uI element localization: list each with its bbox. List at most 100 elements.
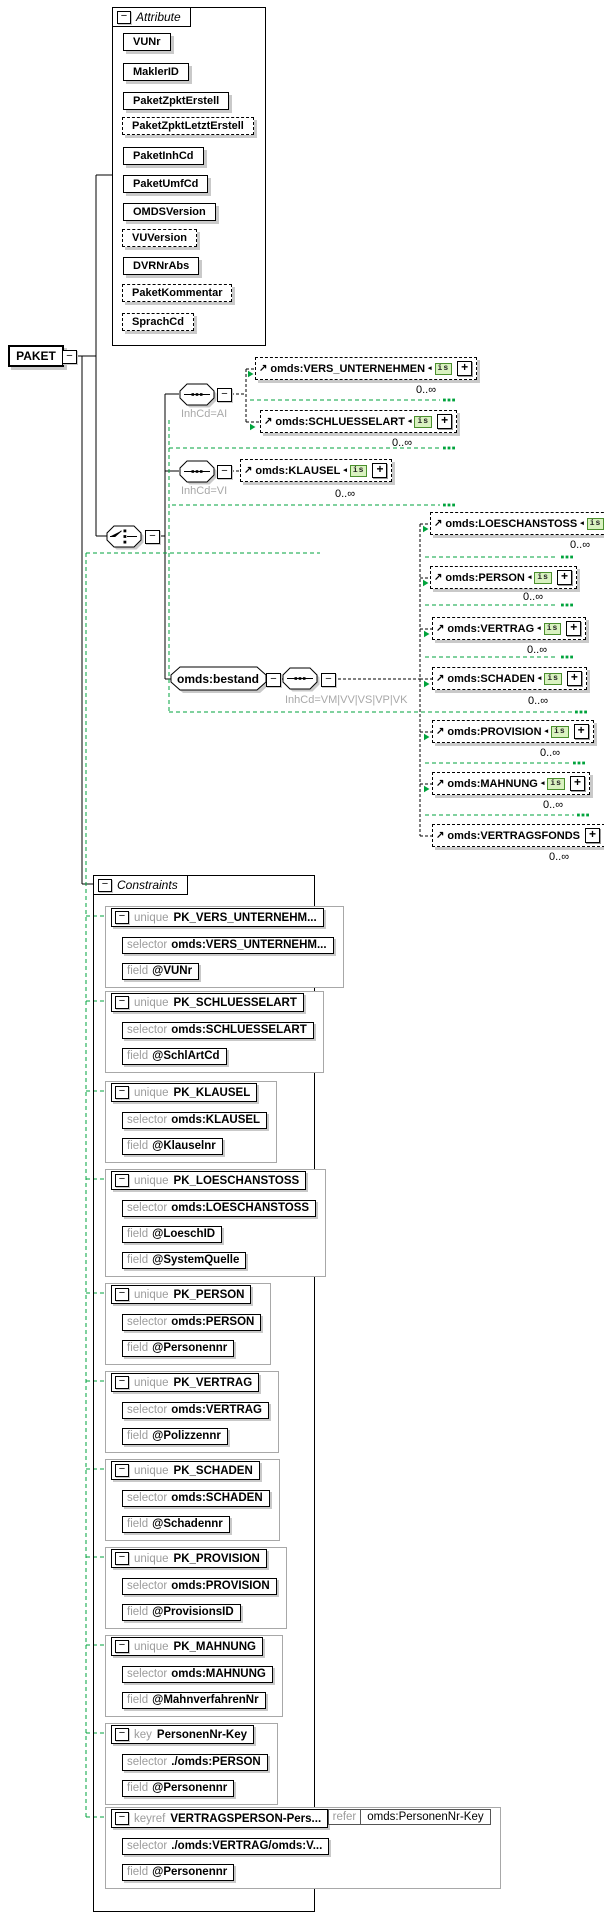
occurs-label: 0..∞ — [540, 747, 561, 759]
collapse-icon[interactable] — [115, 1640, 129, 1653]
constraint-name: VERTRAGSPERSON-Pers... — [170, 1812, 322, 1825]
badge-arrow-icon — [528, 574, 532, 581]
expand-icon[interactable] — [372, 463, 388, 478]
reference-arrow-icon — [436, 624, 444, 634]
expand-icon[interactable] — [437, 414, 453, 429]
badge-arrow-icon — [428, 365, 432, 372]
attribute-paketzpkterstell[interactable]: PaketZpktErstell — [123, 92, 230, 110]
collapse-icon[interactable] — [115, 1086, 129, 1099]
attribute-sprachcd[interactable]: SprachCd — [122, 313, 194, 331]
collapse-icon[interactable] — [115, 1376, 129, 1389]
expand-icon[interactable] — [556, 570, 572, 585]
constraint-header: unique PK_SCHLUESSELART — [111, 993, 304, 1012]
reference-arrow-icon — [436, 727, 444, 737]
element-loeschanstoss[interactable]: omds:LOESCHANSTOSS is — [430, 512, 604, 535]
collapse-icon[interactable] — [115, 996, 129, 1009]
expand-icon[interactable] — [585, 828, 601, 843]
identity-constraint-badge: is — [547, 777, 565, 790]
condition-label-bestand: InhCd=VM|VV|VS|VP|VK — [285, 694, 408, 706]
identity-constraint-badge: is — [544, 672, 562, 685]
element-schaden[interactable]: omds:SCHADEN is — [432, 667, 587, 690]
attribute-maklerid[interactable]: MaklerID — [123, 63, 189, 81]
reference-arrow-icon — [264, 417, 272, 427]
field-row: field@Polizzennr — [122, 1428, 228, 1445]
constraints-section-title: Constraints — [117, 878, 178, 892]
bestand-handle[interactable] — [266, 673, 281, 687]
conditional-dashed-lines — [85, 399, 574, 1818]
constraint-header: key PersonenNr-Key — [111, 1725, 255, 1744]
constraint-header: unique PK_SCHADEN — [111, 1461, 260, 1480]
identity-constraint-badge: is — [414, 415, 433, 428]
collapse-icon[interactable] — [115, 1728, 129, 1741]
collapse-icon[interactable] — [115, 1288, 129, 1301]
expand-icon[interactable] — [457, 361, 473, 376]
constraint-name: PK_MAHNUNG — [173, 1640, 256, 1653]
selector-row: selector./omds:PERSON — [122, 1754, 268, 1771]
element-mahnung[interactable]: omds:MAHNUNG is — [432, 772, 590, 795]
sequence-connector-ai[interactable] — [179, 383, 217, 408]
element-label: omds:PERSON — [445, 571, 525, 584]
constraint-pk-provision: unique PK_PROVISION selectoromds:PROVISI… — [105, 1547, 287, 1629]
attribute-vuversion[interactable]: VUVersion — [122, 229, 198, 247]
constraint-name: PK_SCHADEN — [173, 1464, 253, 1477]
constraint-vertragsperson-keyref: keyref VERTRAGSPERSON-Pers... refer omds… — [105, 1807, 501, 1889]
element-vertrag[interactable]: omds:VERTRAG is — [432, 617, 587, 640]
element-person[interactable]: omds:PERSON is — [430, 566, 577, 589]
attribute-dvrnrabs[interactable]: DVRNrAbs — [123, 257, 200, 275]
field-row: field@VUNr — [122, 963, 200, 980]
element-bestand[interactable]: omds:bestand — [170, 666, 269, 693]
selector-row: selector./omds:VERTRAG/omds:V... — [122, 1838, 330, 1855]
constraint-header: unique PK_PROVISION — [111, 1549, 267, 1568]
bestand-sequence-handle[interactable] — [321, 673, 336, 687]
sequence-vi-handle[interactable] — [217, 465, 232, 479]
collapse-icon[interactable] — [117, 10, 131, 24]
choice-connector[interactable] — [106, 525, 144, 550]
attribute-paketkommentar[interactable]: PaketKommentar — [122, 284, 233, 302]
expand-icon[interactable] — [569, 776, 585, 791]
sequence-connector-bestand[interactable] — [282, 667, 320, 692]
element-klausel[interactable]: omds:KLAUSEL is — [240, 459, 393, 482]
attribute-vunr[interactable]: VUNr — [123, 33, 171, 51]
collapse-icon[interactable] — [98, 878, 112, 892]
collapse-icon[interactable] — [115, 1464, 129, 1477]
constraint-header: unique PK_KLAUSEL — [111, 1083, 258, 1102]
element-label: omds:LOESCHANSTOSS — [445, 517, 578, 530]
attribute-paketzpktletzterstell[interactable]: PaketZpktLetztErstell — [122, 117, 254, 135]
expand-icon[interactable] — [573, 724, 589, 739]
expand-icon[interactable] — [566, 621, 582, 636]
sequence-ai-handle[interactable] — [217, 388, 232, 402]
field-row: field@SchlArtCd — [122, 1048, 227, 1065]
attribute-paketinhcd[interactable]: PaketInhCd — [123, 147, 204, 165]
root-collapse-handle[interactable] — [62, 350, 77, 364]
element-vers-unternehmen[interactable]: omds:VERS_UNTERNEHMEN is — [255, 357, 478, 380]
collapse-icon[interactable] — [115, 1174, 129, 1187]
constraint-kind: unique — [134, 911, 169, 924]
element-label: omds:SCHADEN — [447, 672, 535, 685]
element-label: omds:PROVISION — [447, 725, 542, 738]
element-schluesselart[interactable]: omds:SCHLUESSELART is — [260, 410, 458, 433]
root-element-paket[interactable]: PAKET — [8, 345, 64, 367]
collapse-icon[interactable] — [115, 911, 129, 924]
sequence-connector-vi[interactable] — [179, 460, 217, 485]
constraints-section-header: Constraints — [93, 875, 188, 895]
expand-icon[interactable] — [566, 671, 582, 686]
element-provision[interactable]: omds:PROVISION is — [432, 720, 594, 743]
collapse-icon[interactable] — [115, 1552, 129, 1565]
constraint-kind: unique — [134, 1288, 169, 1301]
attribute-paketumfcd[interactable]: PaketUmfCd — [123, 175, 209, 193]
element-vertragsfonds[interactable]: omds:VERTRAGSFONDS — [432, 824, 604, 847]
attribute-omdsversion[interactable]: OMDSVersion — [123, 203, 216, 221]
identity-constraint-badge: is — [586, 517, 604, 530]
choice-handle[interactable] — [145, 530, 160, 544]
occurs-label: 0..∞ — [570, 539, 591, 551]
collapse-icon[interactable] — [115, 1812, 129, 1825]
constraints-section: Constraints unique PK_VERS_UNTERNEHM... … — [93, 875, 501, 1912]
constraint-personennr-key: key PersonenNr-Key selector./omds:PERSON… — [105, 1723, 278, 1805]
constraint-pk-loeschanstoss: unique PK_LOESCHANSTOSS selectoromds:LOE… — [105, 1169, 327, 1277]
